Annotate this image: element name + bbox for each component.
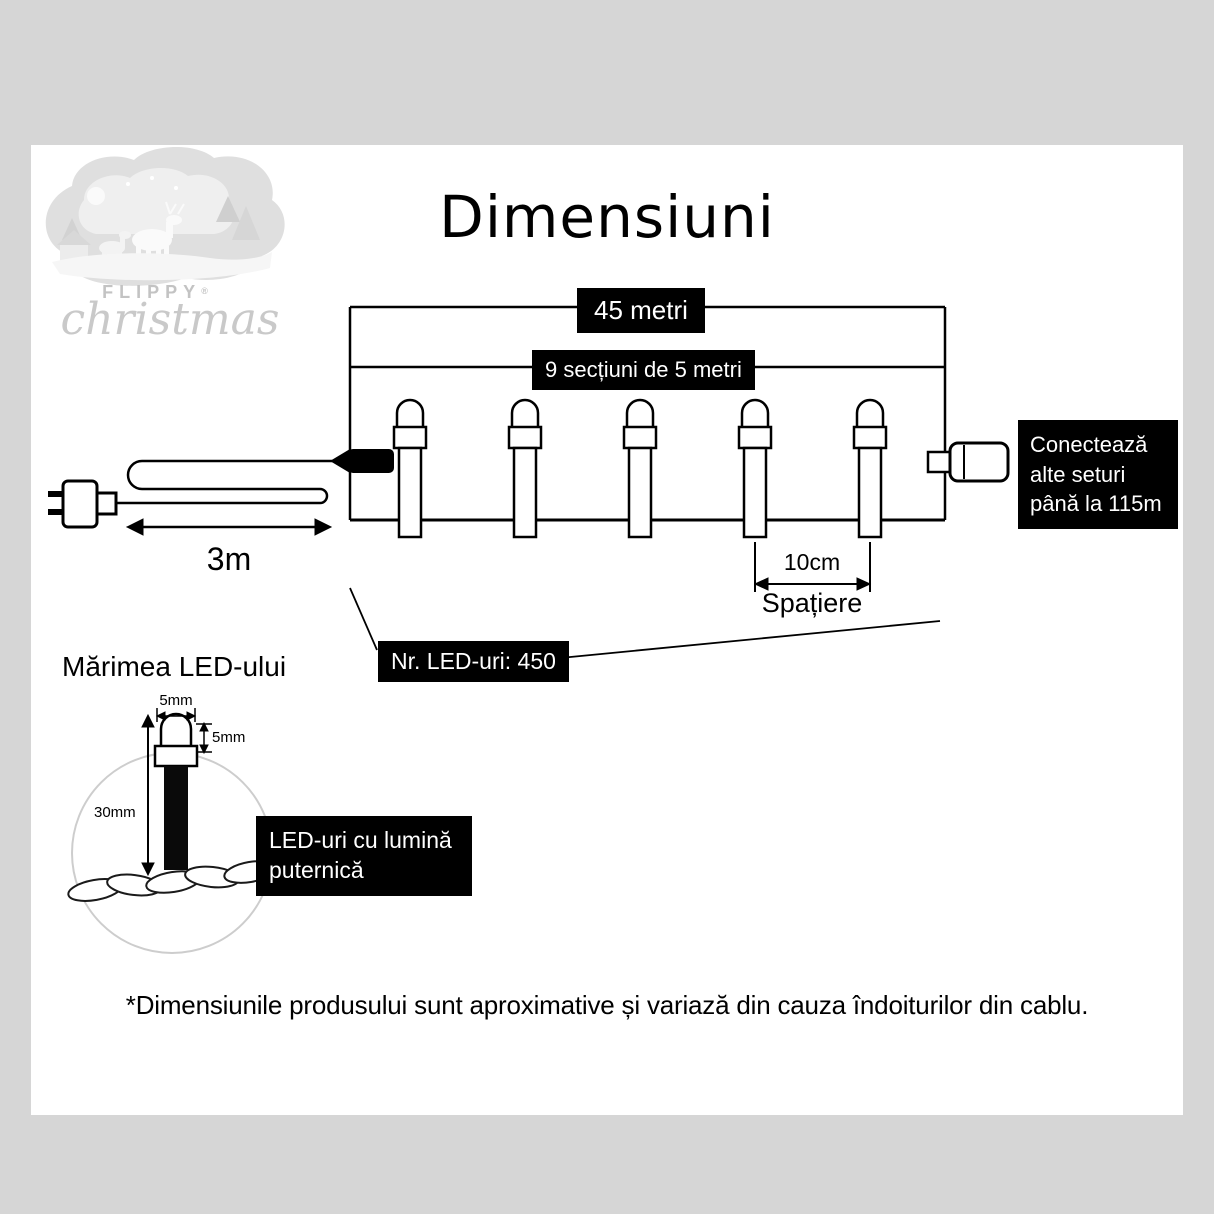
led-body-length-label: 30mm <box>94 804 136 821</box>
led-tip-height-label: 5mm <box>212 729 246 746</box>
sections-label: 9 secțiuni de 5 metri <box>532 350 755 390</box>
led-size-title: Mărimea LED-ului <box>62 651 287 682</box>
zoomed-led-icon <box>153 712 199 870</box>
moon-icon <box>87 187 105 205</box>
led-bulb-icons <box>392 398 888 539</box>
led-dimension-arrows <box>141 708 212 877</box>
footer-note: *Dimensiunile produsului sunt aproximati… <box>125 990 1089 1020</box>
total-length-label: 45 metri <box>577 288 705 333</box>
power-plug-icon <box>48 479 118 529</box>
spacing-value: 10cm <box>783 549 841 575</box>
connect-note-label: Conectează alte seturi până la 115m <box>1018 420 1178 530</box>
led-magnifier <box>67 708 277 954</box>
cable-connector-icon <box>330 449 394 473</box>
lead-wire <box>116 459 336 505</box>
brand-logo-scene-icon <box>45 146 285 286</box>
spacing-arrow <box>753 542 872 592</box>
bright-led-callout: LED-uri cu lumină puternică <box>256 816 472 896</box>
page-title: Dimensiuni <box>439 183 775 251</box>
tree-icon <box>232 206 260 240</box>
twisted-wire-icon <box>67 860 277 902</box>
lead-length-label: 3m <box>206 541 252 577</box>
spacing-label: Spațiere <box>761 588 863 618</box>
registered-mark: ® <box>201 286 208 296</box>
led-width-label: 5mm <box>159 692 193 709</box>
lead-length-arrow <box>125 518 333 536</box>
extension-connector-icon <box>926 441 1010 483</box>
led-count-leader-lines <box>349 587 941 659</box>
tree-icon <box>216 196 240 222</box>
brand-script: christmas <box>60 294 280 345</box>
brand-name: FLIPPY® <box>102 282 208 302</box>
led-count-label: Nr. LED-uri: 450 <box>378 641 569 682</box>
